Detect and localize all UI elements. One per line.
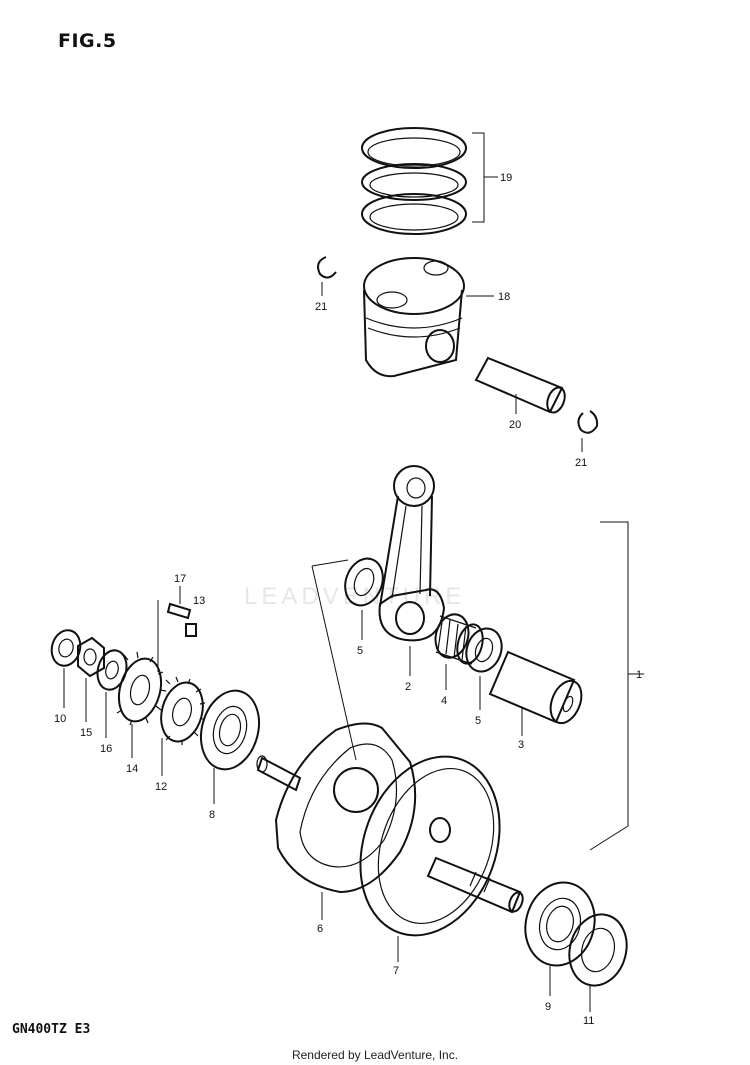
crank-pin[interactable] [488, 650, 587, 728]
thrust-washer-right-hole [474, 637, 494, 663]
callout-19: 19 [500, 172, 512, 184]
model-code: GN400TZ E3 [12, 1022, 91, 1037]
callout-6: 6 [317, 923, 323, 935]
callout-4: 4 [441, 695, 447, 707]
callout-21b: 21 [575, 457, 587, 469]
callout-1: 1 [636, 669, 642, 681]
oil-seal[interactable] [562, 908, 635, 992]
callout-5a: 5 [357, 645, 363, 657]
thrust-washer-left-hole [353, 567, 375, 597]
callout-14: 14 [126, 763, 138, 775]
callout-2: 2 [405, 681, 411, 693]
leader-19 [472, 132, 498, 223]
piston-pin[interactable] [474, 356, 568, 415]
callout-7: 7 [393, 965, 399, 977]
needle-bearing[interactable] [431, 611, 487, 667]
leader-6-top [311, 559, 349, 567]
primary-gear[interactable] [112, 651, 167, 726]
callout-13: 13 [193, 595, 205, 607]
callout-15: 15 [80, 727, 92, 739]
pin[interactable] [185, 623, 197, 637]
leader-6-upper [311, 565, 357, 761]
callout-20: 20 [509, 419, 521, 431]
callout-17: 17 [174, 573, 186, 585]
callout-3: 3 [518, 739, 524, 751]
callout-12: 12 [155, 781, 167, 793]
piston-rings[interactable] [361, 127, 467, 235]
figure-title: FIG.5 [58, 30, 117, 52]
callout-5b: 5 [475, 715, 481, 727]
callout-16: 16 [100, 743, 112, 755]
callout-8: 8 [209, 809, 215, 821]
callout-11: 11 [583, 1015, 594, 1027]
right-bearing[interactable] [516, 875, 603, 974]
circlip-left[interactable] [317, 256, 337, 279]
drive-gear[interactable] [155, 676, 209, 746]
watermark: LEADVENTURE [244, 583, 466, 610]
callout-21a: 21 [315, 301, 327, 313]
callout-9: 9 [545, 1001, 551, 1013]
washer[interactable] [93, 647, 130, 693]
render-credit: Rendered by LeadVenture, Inc. [291, 1048, 459, 1062]
leader-1 [589, 521, 644, 851]
oil-seal-left[interactable] [48, 627, 84, 669]
left-bearing[interactable] [193, 684, 268, 776]
right-crank-web[interactable] [337, 737, 526, 955]
nut[interactable] [77, 636, 105, 678]
circlip-right[interactable] [577, 410, 599, 434]
piston[interactable] [363, 257, 465, 378]
key[interactable] [166, 602, 192, 620]
connecting-rod[interactable] [378, 465, 446, 642]
thrust-washer-right[interactable] [461, 624, 508, 677]
callout-10: 10 [54, 713, 66, 725]
thrust-washer-left[interactable] [339, 553, 389, 610]
callout-18: 18 [498, 291, 510, 303]
left-crank-web[interactable] [256, 722, 417, 894]
